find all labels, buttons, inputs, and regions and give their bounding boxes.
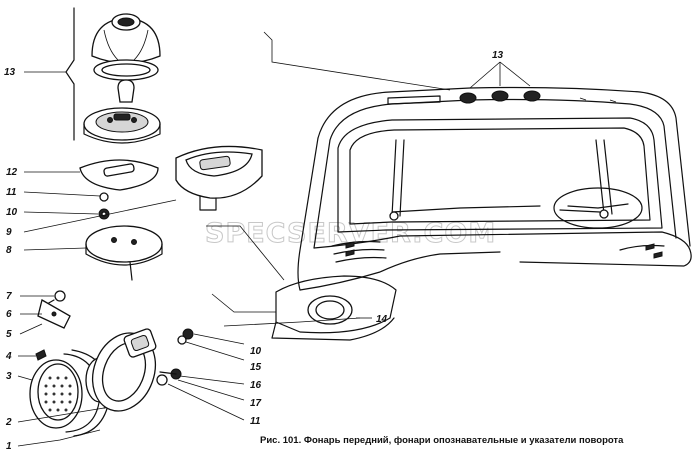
callout-2: 2 [5, 417, 12, 428]
marker-lamp-exploded-view [65, 7, 451, 327]
callout-16: 16 [250, 380, 262, 391]
callout-4: 4 [5, 351, 12, 362]
figure-caption: Рис. 101. Фонарь передний, фонари опозна… [260, 435, 624, 446]
callout-9: 9 [6, 227, 12, 238]
callout-10-left: 10 [6, 207, 18, 218]
callout-12: 12 [6, 167, 18, 178]
callout-3: 3 [6, 371, 12, 382]
cab-front-illustration [271, 86, 692, 341]
callout-7: 7 [6, 291, 12, 302]
turn-indicator-exploded-view [29, 290, 245, 437]
callout-13-right: 13 [492, 50, 504, 61]
callout-5: 5 [6, 329, 12, 340]
callout-11-left: 11 [6, 187, 17, 198]
callout-numbers: 13 12 11 10 9 8 7 6 5 4 3 2 1 13 14 10 1… [4, 50, 504, 452]
callout-6: 6 [6, 309, 12, 320]
callout-14: 14 [376, 314, 388, 325]
callout-13-top: 13 [4, 67, 16, 78]
callout-8: 8 [6, 245, 12, 256]
callout-11-right: 11 [250, 416, 261, 427]
callout-10-right: 10 [250, 346, 262, 357]
callout-1: 1 [6, 441, 12, 452]
callout-17: 17 [250, 398, 262, 409]
callout-15: 15 [250, 362, 262, 373]
callout-leaders [17, 61, 531, 447]
